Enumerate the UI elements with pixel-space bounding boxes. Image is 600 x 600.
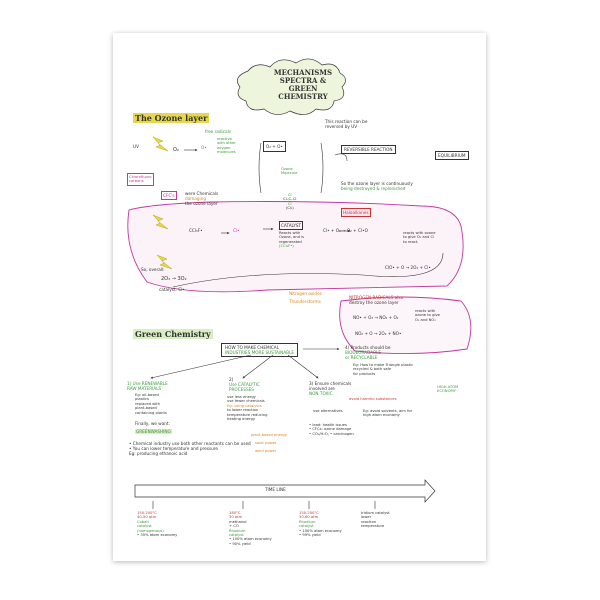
nitrogen-oxides-label: Nitrogen oxides bbox=[289, 291, 322, 296]
catalyst-box: CATALYST bbox=[279, 221, 304, 230]
no2-reaction: NO₂ + O → 2O₂ + NO• bbox=[355, 331, 402, 336]
overall-equation: 2O₃ → 3O₂ bbox=[161, 276, 187, 282]
sheet-drawings bbox=[127, 58, 472, 509]
title-line-3: GREEN CHEMISTRY bbox=[278, 84, 328, 101]
use-alternatives-label: use alternatives bbox=[313, 409, 343, 413]
cl-dot-label: Cl• bbox=[233, 228, 240, 233]
cl-ozone-reaction: Cl• + O₃ → O₂ + Cl•O bbox=[323, 228, 368, 233]
plant-based-energy: plant-based energy bbox=[251, 433, 287, 437]
equilibrium-box: EQUILIBRIUM bbox=[435, 151, 469, 160]
avoid-harmful-label: avoid harmful substances bbox=[349, 397, 397, 401]
harmful-substances-list: • lead: health issues• CFCs: ozone damag… bbox=[309, 423, 354, 436]
title-line-1: MECHANISMS bbox=[273, 68, 333, 77]
ccl3f-label: CCl₃F• bbox=[189, 228, 203, 233]
notes-sheet: MECHANISMS SPECTRA & GREEN CHEMISTRY The… bbox=[113, 33, 486, 561]
green-chemistry-heading: Green Chemistry bbox=[133, 329, 213, 339]
timeline-label: TIME LINE bbox=[265, 487, 286, 492]
o-dot-label: O• bbox=[201, 145, 207, 150]
catalyst-cl-label: catalyst: Cl• bbox=[159, 287, 185, 292]
wind-power: wind power bbox=[255, 449, 277, 453]
thunderstorms-label: Thunderstorms bbox=[289, 299, 321, 304]
title-line-2: SPECTRA & bbox=[279, 76, 327, 85]
ozone-heading: The Ozone layer bbox=[133, 113, 210, 123]
so-overall-label: So, overall: bbox=[141, 267, 165, 272]
solar-power: solar power bbox=[255, 441, 277, 445]
o2-label: O₂ bbox=[173, 147, 179, 153]
final-bullets: • Chemical industry use both other react… bbox=[129, 441, 251, 456]
uv-label: UV bbox=[133, 144, 139, 149]
page-title: MECHANISMS SPECTRA & GREEN CHEMISTRY bbox=[263, 69, 343, 101]
ozone-formation-box: O₂ + O• bbox=[263, 141, 286, 152]
haloalkanes-label: Haloalkanes bbox=[341, 208, 371, 217]
cfcs-label: CFC's bbox=[161, 191, 177, 200]
finally-label: Finally, we want: bbox=[135, 421, 170, 426]
reversible-reaction-box: REVERSIBLE REACTION bbox=[341, 145, 396, 154]
clo-reaction: ClO• + O → 2O₂ + Cl• bbox=[385, 265, 431, 270]
free-radicals-label: free radicals bbox=[205, 129, 231, 134]
no-ozone-reaction: NO• + O₃ → NO₂ + O₂ bbox=[353, 315, 399, 320]
greenwashing-label: GREENWASHING bbox=[135, 429, 172, 434]
